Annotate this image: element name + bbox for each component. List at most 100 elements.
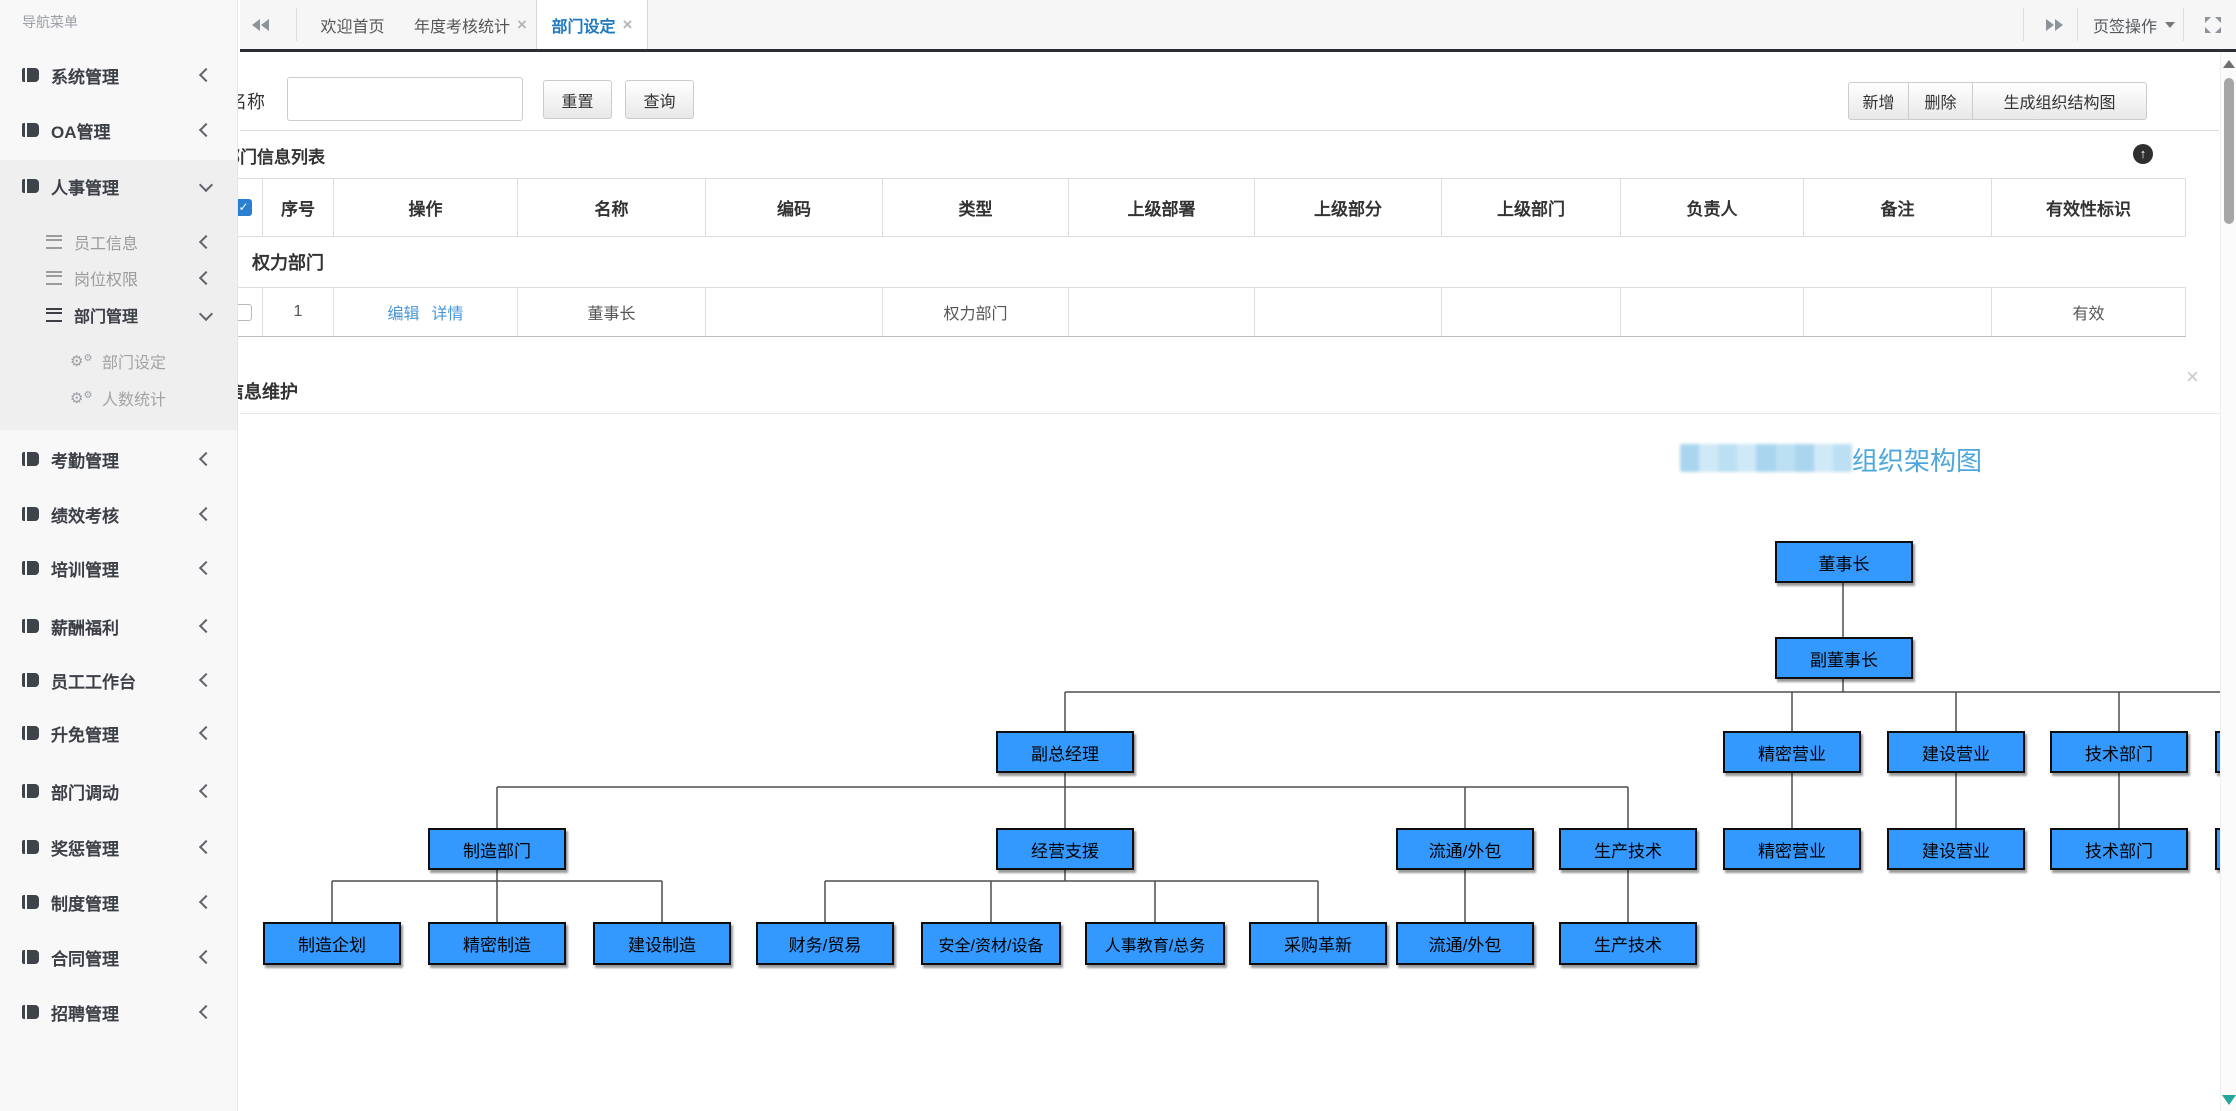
name-filter-input[interactable] xyxy=(287,77,523,121)
book-icon xyxy=(22,619,39,633)
sidebar-item-post-permission[interactable]: 岗位权限 xyxy=(0,258,237,298)
sidebar-item-reward-punishment[interactable]: 奖惩管理 xyxy=(0,827,237,867)
close-icon[interactable]: × xyxy=(517,15,527,34)
book-icon xyxy=(22,68,39,82)
column-header: 备注 xyxy=(1804,179,1992,236)
sidebar-item-dept-mgmt[interactable]: 部门管理 xyxy=(0,295,237,335)
generate-org-chart-button[interactable]: 生成组织结构图 xyxy=(1972,82,2147,120)
sidebar-item-system-mgmt[interactable]: 系统管理 xyxy=(0,55,237,95)
type-cell: 权力部门 xyxy=(883,288,1069,336)
org-title-redacted-block xyxy=(1680,444,1852,472)
tab-bar: 欢迎首页 年度考核统计 × 部门设定 × 页签操作 xyxy=(240,0,2236,52)
arrows-expand-icon xyxy=(2205,16,2221,33)
book-icon xyxy=(22,726,39,740)
sidebar-open-group-background xyxy=(0,160,237,430)
org-node: 流通/外包 xyxy=(1396,922,1534,965)
chevron-left-icon xyxy=(198,270,214,286)
scroll-down-icon[interactable] xyxy=(2222,1095,2236,1105)
org-node: 制造企划 xyxy=(263,922,401,965)
org-node: 采购革新 xyxy=(1249,922,1387,965)
sidebar-item-recruitment-mgmt[interactable]: 招聘管理 xyxy=(0,992,237,1032)
double-arrow-left-icon xyxy=(261,18,269,31)
sidebar-item-training-mgmt[interactable]: 培训管理 xyxy=(0,548,237,588)
scroll-tabs-right-button[interactable] xyxy=(2045,0,2063,49)
org-node: 建设制造 xyxy=(593,922,731,965)
book-icon xyxy=(22,452,39,466)
close-icon[interactable]: × xyxy=(622,15,633,34)
tab-operations-menu[interactable]: 页签操作 xyxy=(2093,0,2176,49)
tab-label: 年度考核统计 xyxy=(414,18,511,36)
divider xyxy=(2183,8,2184,41)
reset-button[interactable]: 重置 xyxy=(543,80,612,119)
action-button-group: 新增 删除 生成组织结构图 xyxy=(1848,82,2147,120)
double-arrow-right-icon xyxy=(2055,18,2063,31)
sidebar-item-promotion-mgmt[interactable]: 升免管理 xyxy=(0,713,237,753)
sidebar-item-employee-info[interactable]: 员工信息 xyxy=(0,222,237,262)
tab-label: 欢迎首页 xyxy=(320,18,385,36)
chevron-left-icon xyxy=(198,451,214,467)
org-node: 流通/外包 xyxy=(1396,828,1534,870)
fullscreen-button[interactable] xyxy=(2205,0,2221,49)
divider xyxy=(240,413,2219,414)
tab-annual-review[interactable]: 年度考核统计 × xyxy=(405,0,536,49)
book-icon xyxy=(22,561,39,575)
code-cell xyxy=(706,288,883,336)
book-icon xyxy=(22,507,39,521)
edit-link[interactable]: 编辑 xyxy=(387,306,420,323)
chevron-left-icon xyxy=(198,783,214,799)
chevron-left-icon xyxy=(198,618,214,634)
sidebar-item-employee-workbench[interactable]: 员工工作台 xyxy=(0,660,237,700)
sidebar-item-dept-setting[interactable]: 部门设定 xyxy=(0,341,237,381)
tab-welcome[interactable]: 欢迎首页 xyxy=(300,0,405,49)
sidebar-item-hr-mgmt[interactable]: 人事管理 xyxy=(0,166,237,206)
tab-operations-label: 页签操作 xyxy=(2093,18,2158,36)
detail-link[interactable]: 详情 xyxy=(431,306,464,323)
sidebar-item-policy-mgmt[interactable]: 制度管理 xyxy=(0,882,237,922)
collapse-panel-button[interactable] xyxy=(2133,144,2153,164)
column-header: 负责人 xyxy=(1621,179,1804,236)
delete-button[interactable]: 删除 xyxy=(1908,82,1972,120)
chevron-down-icon xyxy=(198,306,214,321)
actions-cell: 编辑 详情 xyxy=(334,288,518,336)
close-icon[interactable]: × xyxy=(2186,364,2199,389)
book-icon xyxy=(22,123,39,137)
add-button[interactable]: 新增 xyxy=(1848,82,1908,120)
book-icon xyxy=(22,1005,39,1019)
sidebar-item-headcount-stats[interactable]: 人数统计 xyxy=(0,378,237,418)
divider xyxy=(2023,8,2024,41)
sidebar-item-contract-mgmt[interactable]: 合同管理 xyxy=(0,937,237,977)
org-node: 副总经理 xyxy=(996,731,1134,773)
scroll-tabs-left-button[interactable] xyxy=(252,0,270,49)
divider xyxy=(2077,8,2078,41)
org-node: 人事教育/总务 xyxy=(1085,922,1225,965)
sidebar-item-attendance-mgmt[interactable]: 考勤管理 xyxy=(0,439,237,479)
sidebar-item-oa-mgmt[interactable]: OA管理 xyxy=(0,110,237,150)
tab-dept-setting[interactable]: 部门设定 × xyxy=(536,0,648,49)
sidebar-item-performance-review[interactable]: 绩效考核 xyxy=(0,494,237,534)
table-row: 1 编辑 详情 董事长 权力部门 有效 xyxy=(225,288,2186,337)
org-node: 建设营业 xyxy=(1887,828,2025,870)
parent-dept-cell xyxy=(1069,288,1255,336)
org-node: 副董事长 xyxy=(1775,637,1913,679)
org-node: 生产技术 xyxy=(1559,828,1697,870)
tab-label: 部门设定 xyxy=(551,18,616,36)
select-all-cell xyxy=(225,179,263,236)
name-cell: 董事长 xyxy=(518,288,706,336)
sidebar-item-salary-welfare[interactable]: 薪酬福利 xyxy=(0,606,237,646)
table-group-row: 权力部门 xyxy=(225,237,2186,288)
column-header: 有效性标识 xyxy=(1992,179,2186,236)
search-button[interactable]: 查询 xyxy=(625,80,694,119)
org-node: 经营支援 xyxy=(996,828,1134,870)
scrollbar-thumb[interactable] xyxy=(2224,78,2234,224)
column-header: 上级部分 xyxy=(1255,179,1442,236)
scroll-up-icon[interactable] xyxy=(2223,60,2235,68)
org-node: 建设营业 xyxy=(1887,731,2025,773)
select-all-checkbox[interactable] xyxy=(235,199,252,216)
vertical-scrollbar[interactable] xyxy=(2220,52,2236,1111)
table-header-row: 序号 操作 名称 编码 类型 上级部署 上级部分 上级部门 负责人 备注 有效性… xyxy=(225,178,2186,237)
org-node: 财务/贸易 xyxy=(756,922,894,965)
chevron-left-icon xyxy=(198,672,214,688)
sidebar-item-dept-transfer[interactable]: 部门调动 xyxy=(0,771,237,811)
